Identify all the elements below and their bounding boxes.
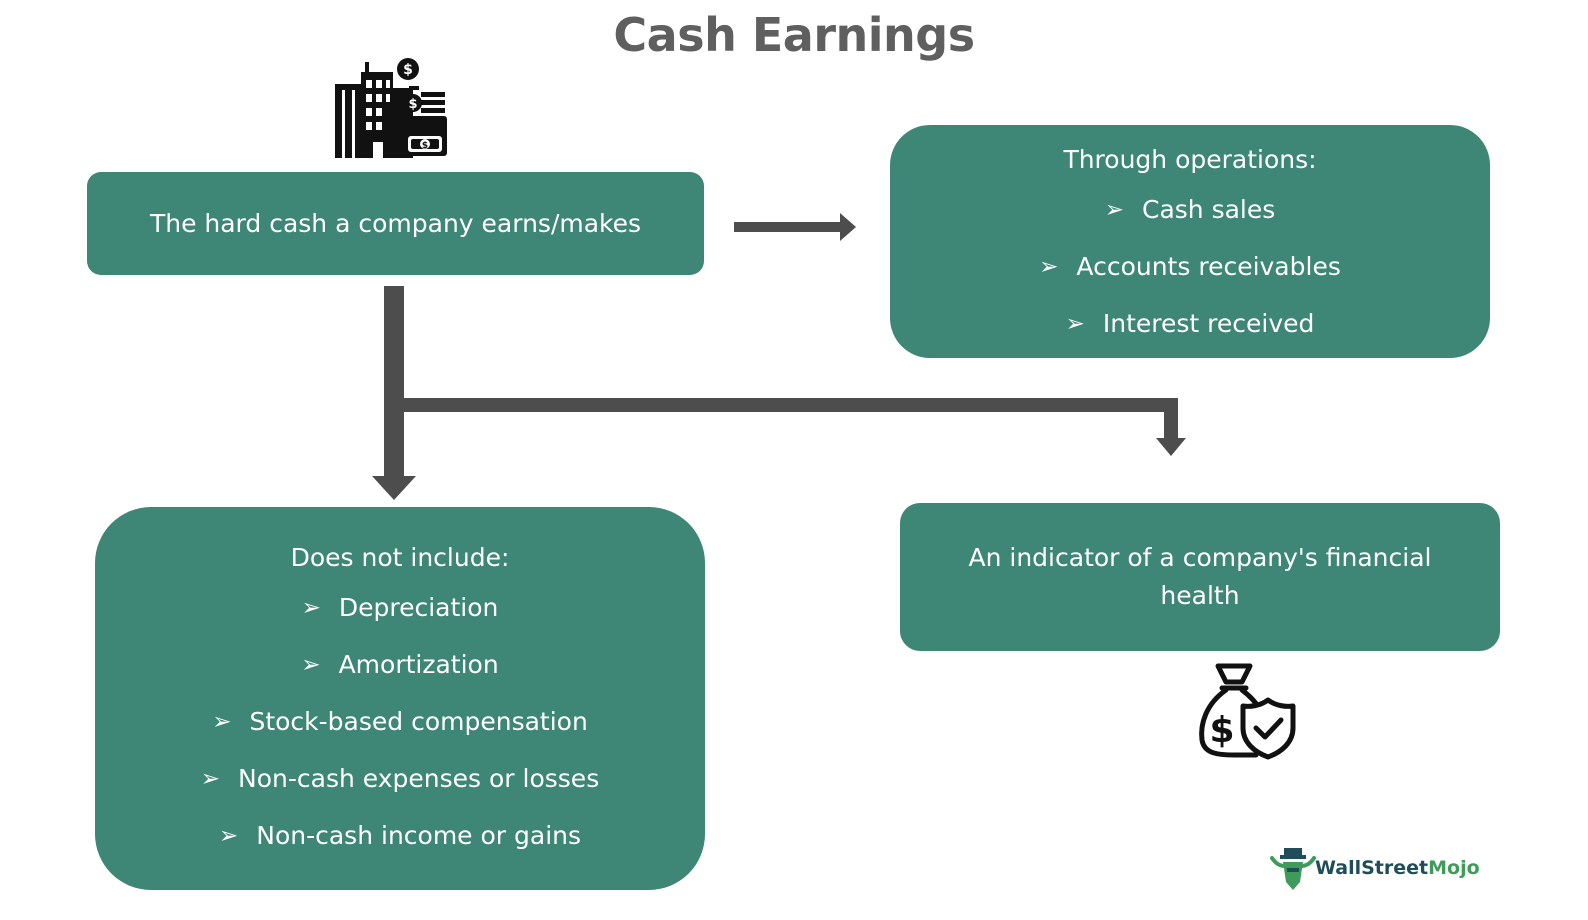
list-item: ➢ Accounts receivables: [890, 250, 1490, 284]
bullet-arrow-icon: ➢: [200, 766, 221, 792]
list-item: ➢ Interest received: [890, 307, 1490, 341]
connector-arrows: [372, 286, 1186, 500]
svg-text:$: $: [1209, 710, 1234, 751]
list-item: ➢ Non-cash expenses or losses: [95, 762, 705, 796]
definition-box: The hard cash a company earns/makes: [87, 172, 704, 275]
list-item: ➢ Depreciation: [95, 591, 705, 625]
indicator-text: An indicator of a company's financial he…: [968, 543, 1432, 610]
excludes-heading: Does not include:: [290, 543, 510, 572]
list-item: ➢ Stock-based compensation: [95, 705, 705, 739]
list-item: ➢ Cash sales: [890, 193, 1490, 227]
list-item: ➢ Amortization: [95, 648, 705, 682]
excludes-box: Does not include: ➢ Depreciation ➢ Amort…: [95, 507, 705, 890]
list-item: ➢ Non-cash income or gains: [95, 819, 705, 853]
definition-text: The hard cash a company earns/makes: [149, 209, 642, 238]
money-bag-shield-icon: $: [1199, 663, 1296, 760]
svg-text:$: $: [422, 141, 428, 151]
bullet-arrow-icon: ➢: [1104, 197, 1124, 223]
brand-logo-text: WallStreetMojo: [1315, 857, 1480, 879]
bullet-arrow-icon: ➢: [301, 652, 321, 678]
indicator-box: An indicator of a company's financial he…: [900, 503, 1500, 651]
arrow-right: [734, 213, 856, 241]
bullet-arrow-icon: ➢: [212, 709, 232, 735]
bullet-arrow-icon: ➢: [218, 823, 239, 849]
page-title: Cash Earnings: [613, 8, 975, 62]
bull-logo-icon: [1270, 848, 1316, 890]
bullet-arrow-icon: ➢: [1039, 254, 1059, 280]
bullet-arrow-icon: ➢: [1065, 311, 1085, 337]
bullet-arrow-icon: ➢: [301, 595, 321, 621]
operations-box: Through operations: ➢ Cash sales ➢ Accou…: [890, 125, 1490, 358]
operations-heading: Through operations:: [1063, 145, 1317, 174]
buildings-money-icon: $ $ $: [335, 58, 447, 158]
svg-text:$: $: [408, 97, 417, 112]
svg-text:$: $: [403, 62, 413, 78]
